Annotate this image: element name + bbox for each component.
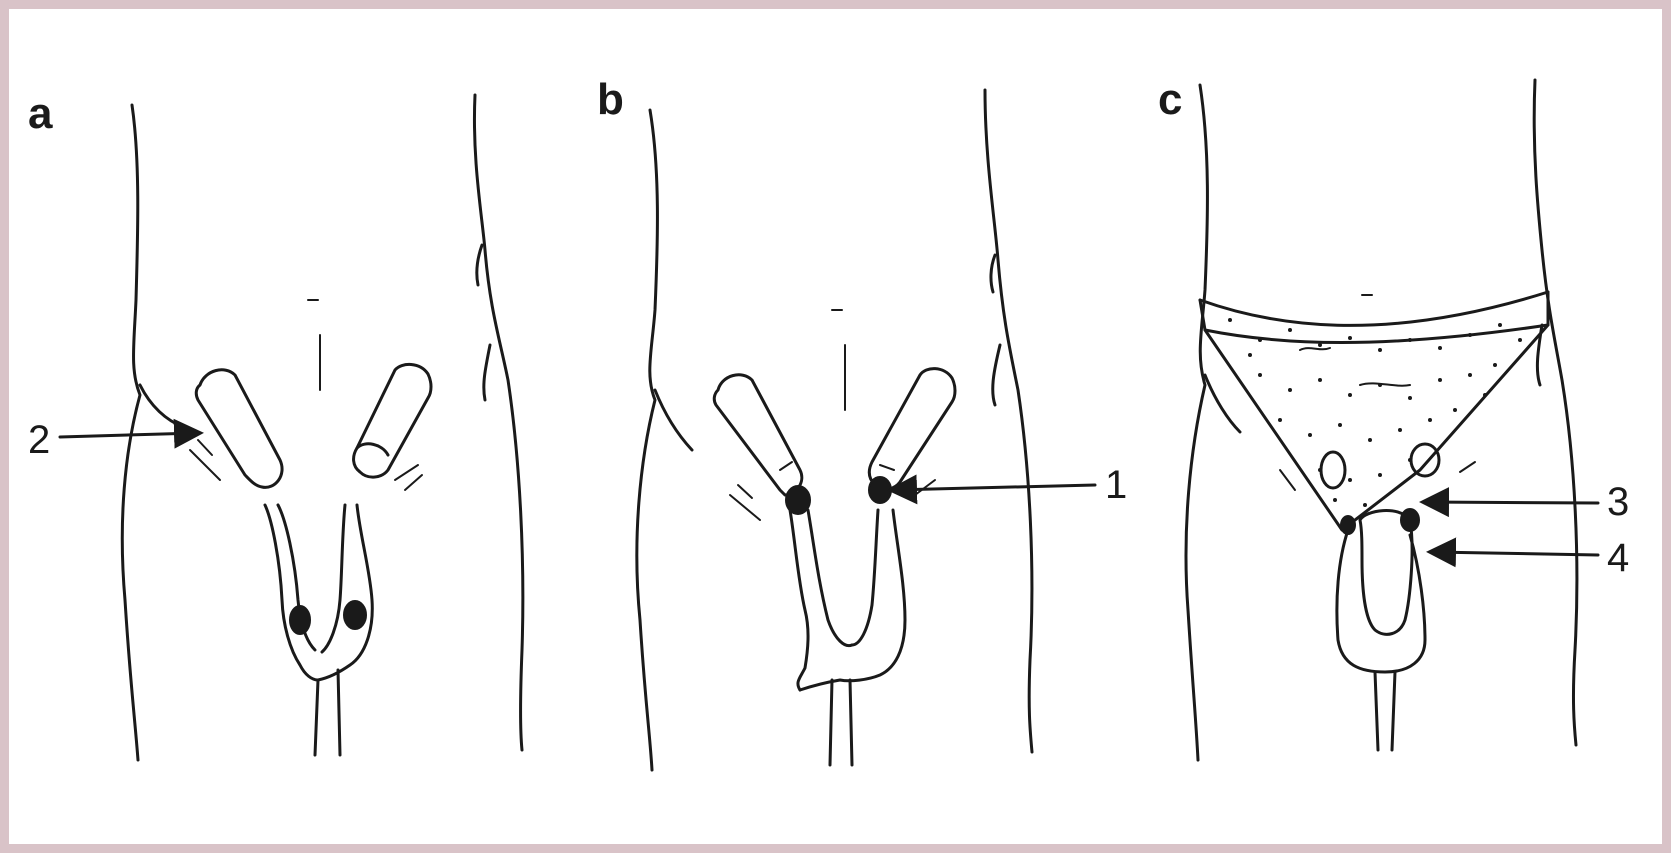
panel-label-b: b xyxy=(597,78,624,122)
callout-1: 1 xyxy=(1105,465,1127,505)
panel-b-arrow-1 xyxy=(893,485,1095,490)
panel-b-drawing xyxy=(637,90,1095,770)
panel-label-a: a xyxy=(28,92,52,136)
panel-a-knot-right xyxy=(344,601,366,629)
panel-a-hip-crease-left xyxy=(140,385,185,428)
panel-a-drawing xyxy=(60,95,523,760)
panel-a-hip-crease-right xyxy=(484,345,490,400)
panel-a-torso-left xyxy=(122,105,140,760)
panel-a-y-structure xyxy=(265,505,372,755)
panel-c-opening-right xyxy=(1411,444,1439,476)
panel-a-torso-right xyxy=(474,95,522,750)
panel-c-dressing-pad xyxy=(1200,292,1548,530)
panel-c-drawing xyxy=(1186,80,1598,760)
panel-c-torso-left xyxy=(1186,85,1207,760)
panel-b-torso-right xyxy=(985,90,1032,752)
panel-c-torso-right xyxy=(1534,80,1577,745)
panel-b-knot-left xyxy=(786,486,810,514)
panel-b-torso-left xyxy=(637,110,658,770)
callout-4: 4 xyxy=(1607,538,1629,578)
panel-c-pouch xyxy=(1337,511,1425,750)
panel-label-c: c xyxy=(1158,78,1182,122)
panel-c-arrow-4 xyxy=(1432,552,1598,555)
panel-c-arrow-3 xyxy=(1425,502,1598,503)
callout-2: 2 xyxy=(28,420,50,460)
panel-b-y-structure xyxy=(790,510,905,765)
panel-b-knot-right xyxy=(869,477,891,503)
panel-a-knot-left xyxy=(290,606,310,634)
panel-b-right-graft xyxy=(869,369,955,490)
callout-3: 3 xyxy=(1607,482,1629,522)
panel-c-knot-left xyxy=(1341,516,1355,534)
panel-c-knot-right xyxy=(1401,509,1419,531)
panel-a-right-graft xyxy=(354,364,431,477)
panel-b-left-graft xyxy=(714,375,802,495)
panel-a-arrow-2 xyxy=(60,433,198,437)
panel-c-opening-left xyxy=(1321,452,1345,488)
